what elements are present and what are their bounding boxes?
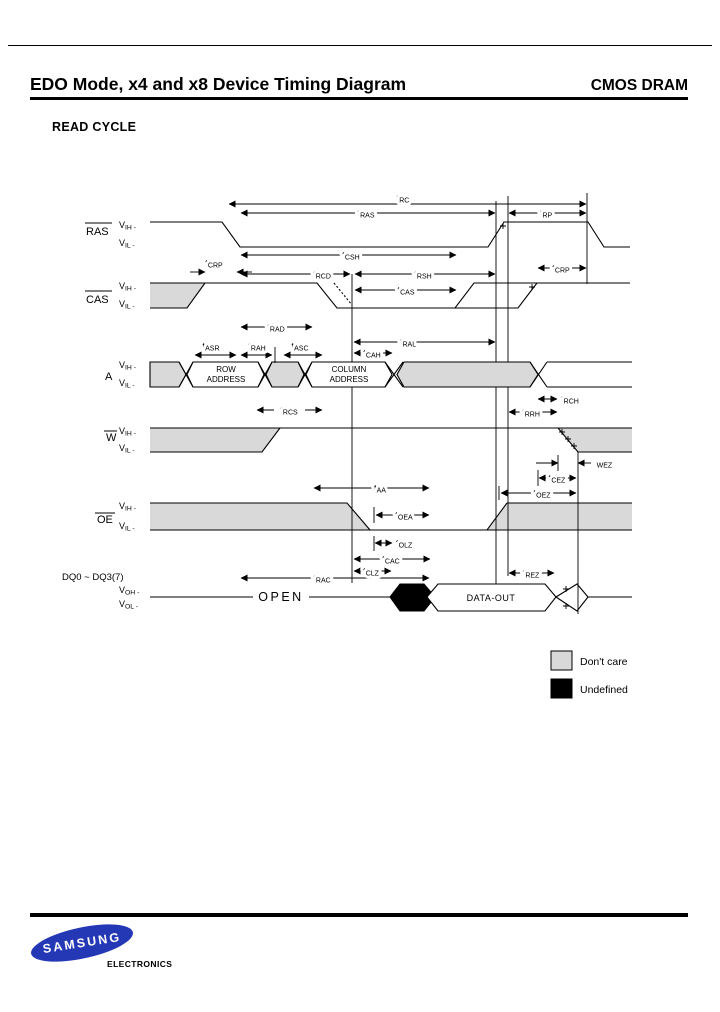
bus-labels: ROW ADDRESS COLUMN ADDRESS OPEN DATA-OUT: [207, 365, 516, 607]
timing-label-trp: tRP: [540, 208, 553, 220]
footer-rule: [30, 913, 688, 917]
top-rule: [8, 45, 712, 46]
title-underline: [30, 97, 688, 100]
samsung-logo: SAMSUNG ELECTRONICS: [31, 924, 172, 969]
timing-label-tras: tRAS: [357, 208, 374, 220]
timing-label-trrh: tRRH: [522, 407, 540, 419]
timing-label-trcs: tRCS: [280, 405, 298, 417]
signal-label-oe: OE: [97, 514, 113, 526]
level-label-dq-vol: VOL -: [119, 599, 138, 611]
oe-waveform: [150, 502, 632, 531]
cas-waveform: [150, 282, 630, 309]
row-address-label-line2: ADDRESS: [207, 375, 246, 384]
level-label-oe-vih: VIH -: [119, 501, 136, 513]
reference-lines: [351, 193, 588, 614]
timing-label-tolz: tOLZ: [396, 538, 413, 550]
level-label-a-vih: VIH -: [119, 360, 136, 372]
section-title: READ CYCLE: [52, 120, 137, 134]
timing-label-twez: tWEZ: [594, 458, 613, 470]
column-address-label-line2: ADDRESS: [330, 375, 369, 384]
level-label-a-vil: VIL -: [119, 378, 135, 390]
timing-label-tcsh: tCSH: [342, 250, 359, 262]
legend-undefined-label: Undefined: [580, 684, 628, 696]
timing-label-tral: tRAL: [400, 337, 416, 349]
open-label: OPEN: [258, 590, 303, 604]
timing-label-toez: tOEZ: [533, 488, 551, 500]
timing-label-tasr: tASR: [202, 341, 219, 353]
level-label-cas-vil: VIL -: [119, 299, 135, 311]
page-title: EDO Mode, x4 and x8 Device Timing Diagra…: [30, 74, 407, 94]
level-label-w-vil: VIL -: [119, 443, 135, 455]
product-name: CMOS DRAM: [590, 77, 688, 94]
division-text: ELECTRONICS: [107, 959, 172, 969]
level-label-dq-voh: VOH -: [119, 585, 139, 597]
column-address-label-line1: COLUMN: [332, 365, 367, 374]
timing-label-toea: tOEA: [395, 510, 413, 522]
timing-label-trch: tRCH: [561, 394, 579, 406]
legend: Don't care Undefined: [550, 650, 628, 699]
data-out-label: DATA-OUT: [467, 593, 516, 603]
legend-dont-care-label: Don't care: [580, 656, 628, 668]
signal-label-w: W: [106, 432, 117, 444]
timing-label-tcac: tCAC: [382, 554, 399, 566]
timing-label-trsh: tRSH: [414, 269, 431, 281]
signal-label-a: A: [105, 371, 113, 383]
timing-diagram: tRC tRAS tRP tCSH tCRP tRCD tRSH tCAS tC…: [62, 190, 632, 699]
timing-labels: tRC tRAS tRP tCSH tCRP tRCD tRSH tCAS tC…: [199, 190, 615, 588]
address-waveform: [149, 361, 632, 388]
level-label-ras-vih: VIH -: [119, 220, 136, 232]
timing-label-tcez: tCEZ: [549, 473, 566, 485]
signal-label-dq: DQ0 ~ DQ3(7): [62, 572, 124, 583]
level-label-oe-vil: VIL -: [119, 521, 135, 533]
timing-label-trah: tRAH: [248, 341, 265, 353]
dq-waveform: [150, 583, 632, 612]
row-address-label-line1: ROW: [216, 365, 236, 374]
timing-label-trac: tRAC: [313, 573, 330, 585]
measurement-arrows: [190, 200, 591, 582]
signal-label-cas: CAS: [86, 294, 109, 306]
timing-label-tcrp-left: tCRP: [205, 258, 223, 270]
legend-undefined-swatch: [550, 678, 573, 699]
timing-label-trad: tRAD: [267, 322, 284, 334]
signal-label-ras: RAS: [86, 226, 109, 238]
timing-label-tasc: tASC: [291, 341, 308, 353]
ras-waveform: [150, 221, 630, 248]
samsung-logo-ellipse: [31, 924, 133, 962]
timing-label-trcd: tRCD: [313, 269, 331, 281]
timing-label-tcrp-right: tCRP: [552, 263, 570, 275]
level-label-cas-vih: VIH -: [119, 281, 136, 293]
timing-label-trc: tRC: [397, 193, 410, 205]
level-label-ras-vil: VIL -: [119, 238, 135, 250]
level-label-w-vih: VIH -: [119, 426, 136, 438]
timing-label-trez: tREZ: [523, 568, 540, 580]
legend-dont-care-swatch: [550, 650, 573, 671]
timing-label-tclz: tCLZ: [363, 566, 380, 578]
timing-label-tcas: tCAS: [397, 285, 414, 297]
signal-labels: RAS CAS A W OE DQ0 ~ DQ3(7) VIH - VIL - …: [62, 220, 139, 611]
timing-label-tcah: tCAH: [363, 348, 380, 360]
timing-label-taa: tAA: [374, 483, 386, 495]
